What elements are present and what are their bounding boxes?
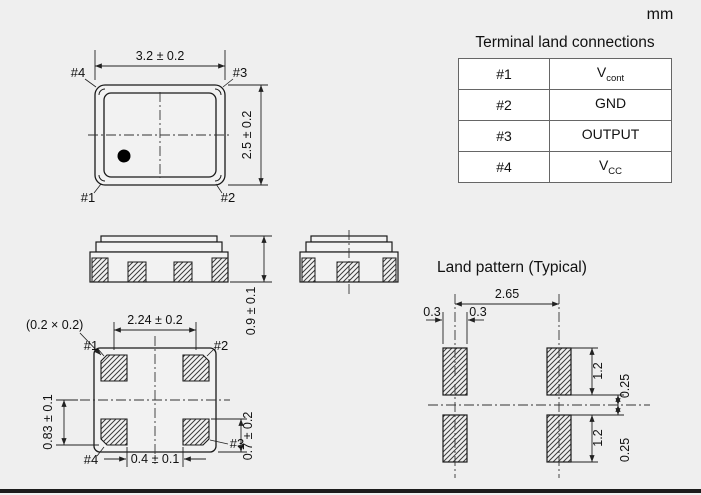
top-view-height-dim: 2.5 ± 0.2 <box>240 111 254 160</box>
side-views: 0.9 ± 0.1 <box>89 230 399 336</box>
side-view-height-dim: 0.9 ± 0.1 <box>244 287 258 336</box>
bottom-dimension-lines <box>56 322 247 467</box>
bottom-pin2-label: #2 <box>214 338 228 353</box>
corner-terminals <box>98 88 222 182</box>
bottom-bottom-dim: 0.4 ± 0.1 <box>131 452 180 466</box>
bottom-pin3-label: #3 <box>230 436 244 451</box>
center-lines <box>88 92 232 178</box>
top-view-pin2-label: #2 <box>221 190 235 205</box>
terminal-table-title: Terminal land connections <box>475 34 655 51</box>
land-pad-length-top-dim: 1.2 <box>591 362 605 379</box>
land-pattern: Land pattern (Typical) <box>423 259 650 478</box>
end-terminals <box>301 257 397 283</box>
side-view-front <box>89 235 229 283</box>
pin1-marker-dot <box>117 149 131 163</box>
pad-corner-note: (0.2 × 0.2) <box>26 318 83 332</box>
side-view-end <box>299 230 399 296</box>
terminal-table: #1 Vcont #2 GND #3 OUTPUT #4 VCC <box>458 58 672 183</box>
top-view-pin4-label: #4 <box>71 65 85 80</box>
land-pad-length-bottom-dim: 1.2 <box>591 429 605 446</box>
table-row: #1 Vcont <box>458 58 672 90</box>
bottom-right-dim: 0.7 ± 0.2 <box>241 412 255 461</box>
bottom-pads <box>100 354 210 446</box>
signal-cell: VCC <box>549 151 672 183</box>
bottom-center-lines <box>80 336 230 464</box>
signal-main: V <box>596 64 607 81</box>
signal-sub: CC <box>608 165 623 177</box>
pin-leaders <box>84 78 234 194</box>
top-view-width-dim: 3.2 ± 0.2 <box>136 49 185 63</box>
table-row: #2 GND <box>458 89 672 121</box>
page-divider <box>0 489 701 493</box>
top-view-pin1-label: #1 <box>81 190 95 205</box>
land-pattern-title: Land pattern (Typical) <box>437 259 587 276</box>
table-row: #4 VCC <box>458 151 672 183</box>
pin-cell: #3 <box>458 120 550 152</box>
signal-cell: GND <box>549 89 672 121</box>
table-row: #3 OUTPUT <box>458 120 672 152</box>
front-terminals <box>91 257 229 283</box>
land-center-lines <box>428 294 650 478</box>
pin-cell: #1 <box>458 58 550 90</box>
signal-main: GND <box>594 95 627 112</box>
units-label: mm <box>646 6 674 23</box>
dimension-lines <box>94 50 268 186</box>
land-offset-top-dim: 0.25 <box>618 374 632 398</box>
top-view: 3.2 ± 0.2 2.5 ± 0.2 #4 #3 #1 #2 <box>71 49 268 205</box>
bottom-view: (0.2 × 0.2) 2.24 ± 0.2 0.83 ± 0.1 0.4 ± … <box>26 313 255 467</box>
bottom-left-dim: 0.83 ± 0.1 <box>41 394 55 450</box>
signal-cell: Vcont <box>549 58 672 90</box>
land-pitch-dim: 2.65 <box>495 287 519 301</box>
land-half-right-dim: 0.3 <box>469 305 486 319</box>
pin-cell: #4 <box>458 151 550 183</box>
signal-sub: cont <box>606 72 625 84</box>
signal-cell: OUTPUT <box>549 120 672 152</box>
top-view-pin3-label: #3 <box>233 65 247 80</box>
bottom-pitch-dim: 2.24 ± 0.2 <box>127 313 183 327</box>
signal-main: V <box>598 157 609 174</box>
pin-cell: #2 <box>458 89 550 121</box>
bottom-pin4-label: #4 <box>84 452 98 467</box>
land-half-left-dim: 0.3 <box>423 305 440 319</box>
bottom-pin1-label: #1 <box>84 338 98 353</box>
land-offset-bottom-dim: 0.25 <box>618 438 632 462</box>
land-dimension-lines <box>426 301 624 463</box>
signal-main: OUTPUT <box>581 126 640 143</box>
height-dimension <box>230 235 272 283</box>
bottom-pin-leaders <box>96 348 229 457</box>
